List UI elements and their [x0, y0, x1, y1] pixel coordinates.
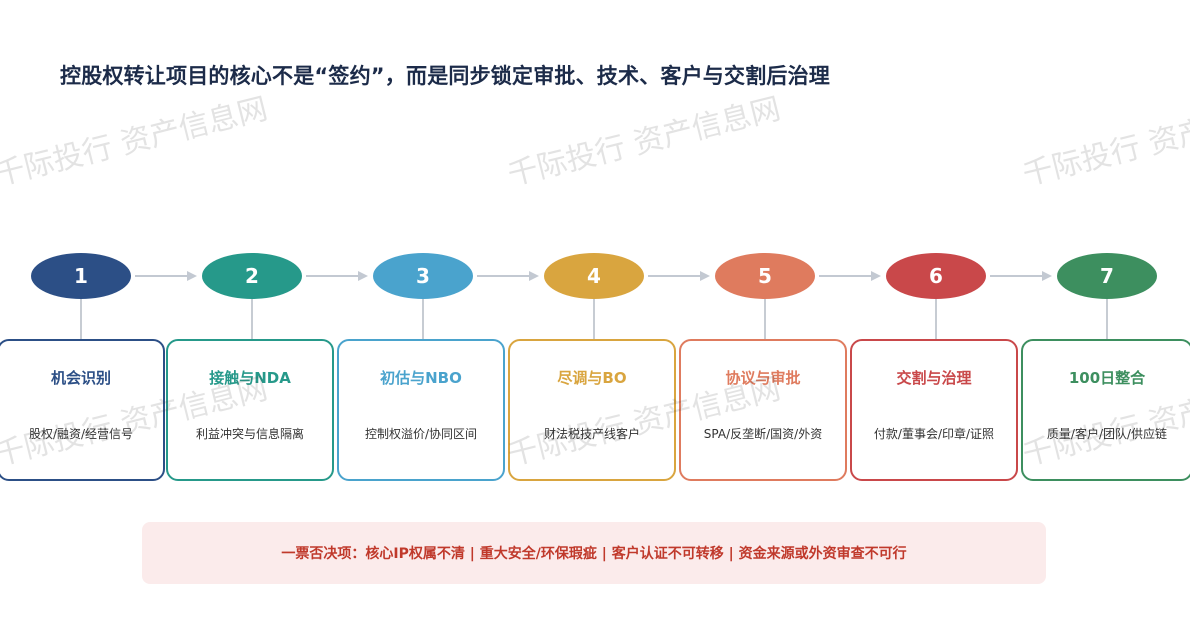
step-3-number: 3: [373, 253, 473, 299]
step-card-6: 交割与治理 付款/董事会/印章/证照: [850, 339, 1018, 481]
step-7-number: 7: [1057, 253, 1157, 299]
connector-line: [251, 299, 253, 339]
step-1-number: 1: [31, 253, 131, 299]
step-card-title: 交割与治理: [896, 369, 972, 387]
arrow-icon: [306, 270, 370, 282]
step-card-title: 接触与NDA: [209, 369, 291, 387]
step-card-title: 初估与NBO: [380, 369, 462, 387]
step-card-desc: 股权/融资/经营信号: [28, 427, 134, 441]
step-5-number: 5: [715, 253, 815, 299]
veto-banner: 一票否决项：核心IP权属不清 | 重大安全/环保瑕疵 | 客户认证不可转移 | …: [142, 522, 1046, 584]
step-2-number: 2: [202, 253, 302, 299]
step-card-desc: 质量/客户/团队/供应链: [1046, 427, 1168, 441]
step-card-desc: 财法税技产线客户: [543, 427, 640, 441]
connector-line: [764, 299, 766, 339]
step-card-3: 初估与NBO 控制权溢价/协同区间: [337, 339, 505, 481]
arrow-icon: [477, 270, 541, 282]
step-4-number: 4: [544, 253, 644, 299]
step-card-desc: SPA/反垄断/国资/外资: [703, 427, 823, 441]
step-6-number: 6: [886, 253, 986, 299]
step-card-title: 协议与审批: [725, 369, 801, 387]
watermark: 千际投行 资产信息网: [504, 91, 785, 194]
step-card-desc: 付款/董事会/印章/证照: [873, 427, 995, 441]
watermark: 千际投行 资产信息网: [1019, 91, 1190, 194]
step-card-desc: 控制权溢价/协同区间: [364, 427, 478, 441]
arrow-icon: [819, 270, 883, 282]
connector-line: [935, 299, 937, 339]
step-card-7: 100日整合 质量/客户/团队/供应链: [1021, 339, 1190, 481]
step-card-title: 机会识别: [50, 369, 111, 387]
step-card-title: 100日整合: [1068, 369, 1146, 387]
connector-line: [593, 299, 595, 339]
step-card-1: 机会识别 股权/融资/经营信号: [0, 339, 165, 481]
arrow-icon: [135, 270, 199, 282]
arrow-icon: [648, 270, 712, 282]
step-card-desc: 利益冲突与信息隔离: [195, 427, 304, 441]
watermark: 千际投行 资产信息网: [0, 91, 272, 194]
connector-line: [1106, 299, 1108, 339]
page-title: 控股权转让项目的核心不是“签约”，而是同步锁定审批、技术、客户与交割后治理: [60, 64, 831, 88]
step-card-4: 尽调与BO 财法税技产线客户: [508, 339, 676, 481]
step-card-title: 尽调与BO: [557, 369, 627, 387]
connector-line: [422, 299, 424, 339]
arrow-icon: [990, 270, 1054, 282]
connector-line: [80, 299, 82, 339]
step-card-2: 接触与NDA 利益冲突与信息隔离: [166, 339, 334, 481]
step-card-5: 协议与审批 SPA/反垄断/国资/外资: [679, 339, 847, 481]
